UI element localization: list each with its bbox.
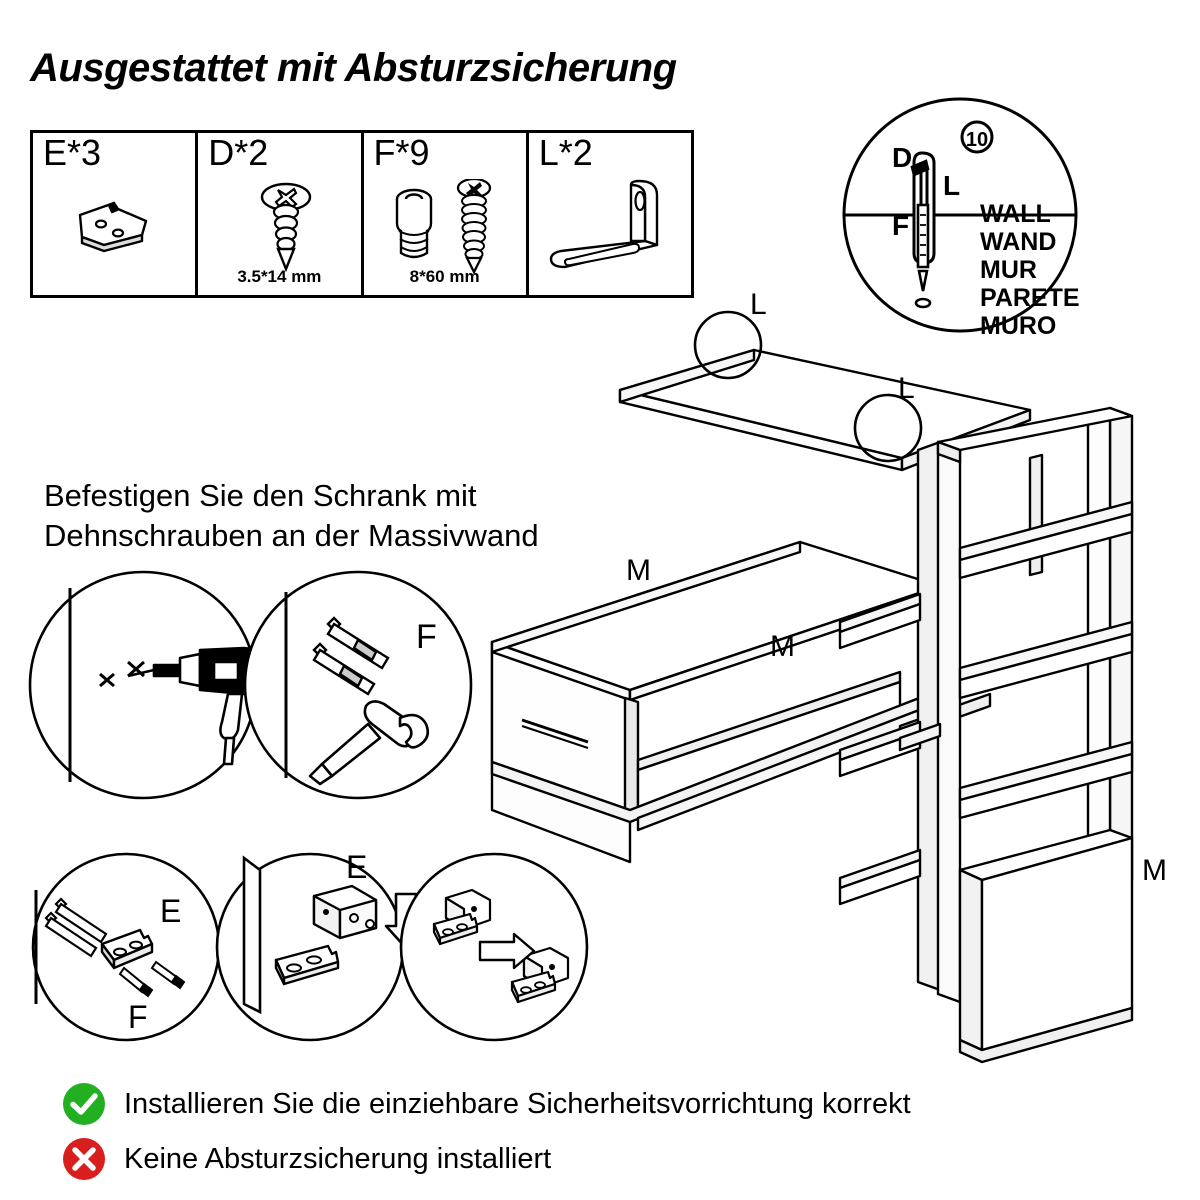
circle-label-e: E	[160, 893, 181, 929]
part-code-label: L*2	[538, 132, 593, 173]
instruction-line-1: Befestigen Sie den Schrank mit	[44, 478, 477, 513]
part-cell-f: F*9	[364, 133, 529, 295]
status-incorrect-text: Keine Absturzsicherung installiert	[124, 1142, 552, 1175]
circle-label-e: E	[346, 852, 367, 885]
parts-table: E*3 D*2	[30, 130, 694, 298]
step-number-label: 10	[966, 129, 988, 151]
anchor-callout-left	[693, 310, 763, 380]
furniture-assembly-illustration: L L M M M	[470, 288, 1200, 1070]
furniture-label-m-cabinet-left: M	[626, 554, 651, 587]
part-cell-d: D*2 3.5*14 mm	[198, 132, 364, 295]
status-incorrect-row: Keine Absturzsicherung installiert	[62, 1137, 551, 1181]
right-arrow-icon	[478, 932, 536, 970]
part-cell-l: L*2	[529, 133, 691, 295]
wall-word: PARETE	[980, 284, 1080, 312]
part-code-label: E*3	[43, 132, 102, 173]
engage-fitting-circle	[399, 852, 589, 1042]
circle-label-f: F	[416, 618, 437, 656]
status-correct-row: Installieren Sie die einziehbare Sicherh…	[62, 1082, 911, 1126]
part-dimension-label: 8*60 mm	[409, 267, 480, 286]
detail-circles-row-2: E F E	[28, 849, 658, 1042]
part-code-label: D*2	[208, 132, 269, 173]
wall-plug-and-long-screw-icon	[364, 179, 526, 275]
wall-detail-label-f: F	[892, 210, 909, 241]
instruction-text: Befestigen Sie den Schrank mit Dehnschra…	[44, 476, 539, 555]
page-title: Ausgestattet mit Absturzsicherung	[30, 46, 677, 90]
part-cell-e: E*3	[33, 132, 199, 295]
mounting-bracket-plate-icon	[33, 179, 195, 275]
wall-detail-label-d: D	[892, 142, 912, 173]
x-circle-icon	[62, 1137, 106, 1181]
wall-translations-list: WALL WAND MUR PARETE MURO	[980, 200, 1080, 340]
instruction-line-2: Dehnschrauben an der Massivwand	[44, 517, 539, 553]
furniture-label-l-left: L	[750, 290, 767, 321]
part-code-label: F*9	[373, 132, 430, 173]
attach-fitting-circle: E	[215, 849, 428, 1042]
furniture-label-l-right: L	[898, 372, 915, 405]
wall-detail-label-l: L	[943, 170, 960, 201]
status-correct-text: Installieren Sie die einziehbare Sicherh…	[124, 1087, 911, 1120]
part-dimension-label: 3.5*14 mm	[237, 267, 322, 286]
furniture-label-m-lower-cabinet: M	[1142, 854, 1167, 887]
anchor-callout-right	[853, 393, 923, 463]
detail-circles-row-1: F	[28, 570, 478, 800]
screw-bracket-circle: E F	[31, 852, 221, 1042]
wall-word: MUR	[980, 256, 1037, 284]
wall-word: WALL	[980, 200, 1051, 228]
wall-word: MURO	[980, 312, 1057, 340]
drill-holes-circle	[28, 570, 258, 800]
short-screw-icon	[198, 179, 360, 275]
check-circle-icon	[62, 1082, 106, 1126]
wall-word: WAND	[980, 228, 1057, 256]
insert-plugs-circle: F	[243, 570, 473, 800]
furniture-label-m-cabinet-right: M	[770, 630, 795, 663]
wall-anchor-detail-circle: 10 D L F	[840, 95, 1090, 340]
l-angle-bracket-icon	[529, 179, 691, 275]
circle-label-f: F	[128, 999, 148, 1035]
